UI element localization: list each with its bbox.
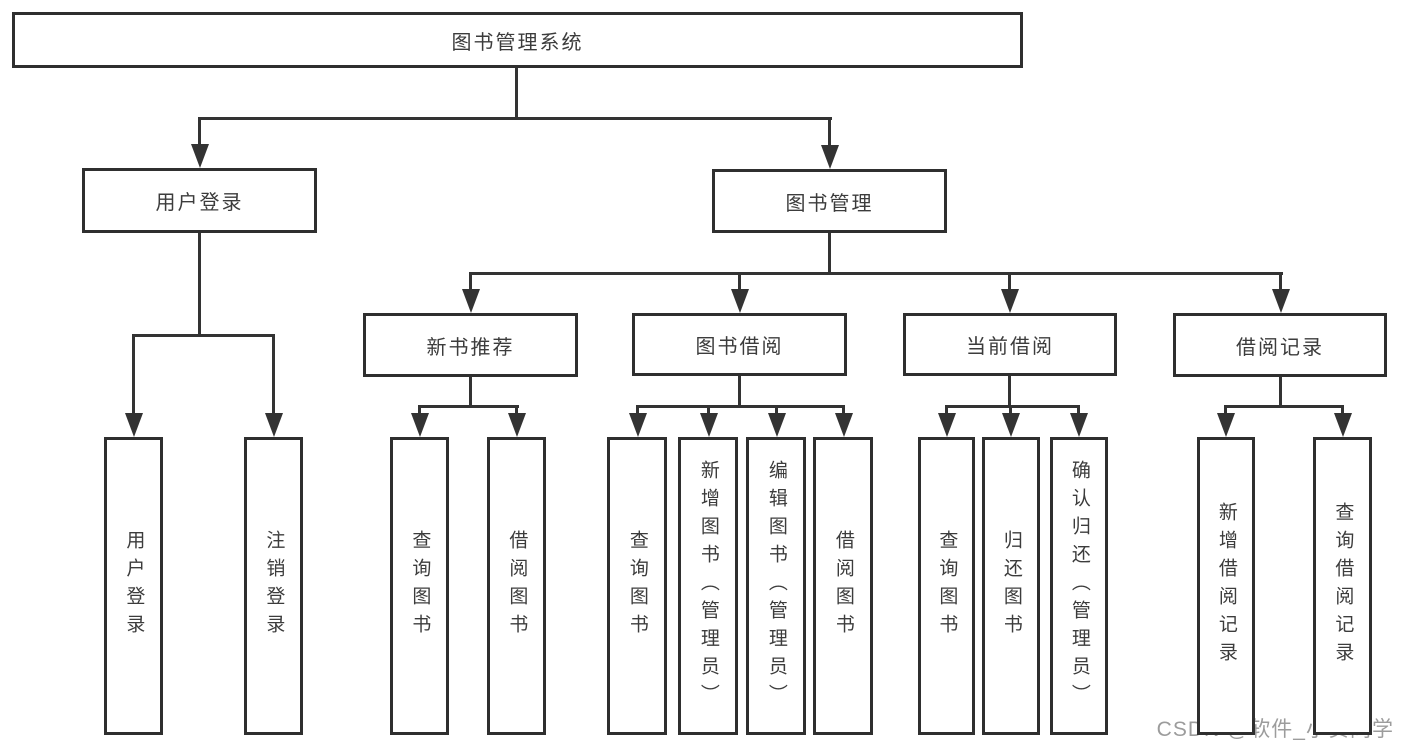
- connector-line: [1224, 405, 1344, 408]
- node-book-management-label: 图书管理: [785, 192, 874, 215]
- arrowhead-down-icon: [190, 144, 209, 168]
- connector-line: [272, 334, 275, 415]
- leaf-borrow-books-recommend-label: 借阅图书: [506, 530, 528, 642]
- connector-line: [828, 117, 831, 148]
- leaf-edit-books-admin: 编辑图书（管理员）: [746, 437, 806, 735]
- connector-line: [738, 376, 741, 407]
- leaf-logout: 注销登录: [244, 437, 303, 735]
- leaf-borrow-books: 借阅图书: [813, 437, 873, 735]
- arrowhead-down-icon: [507, 413, 526, 437]
- leaf-query-borrow-record-label: 查询借阅记录: [1332, 502, 1354, 670]
- arrowhead-down-icon: [767, 413, 786, 437]
- leaf-add-borrow-record-label: 新增借阅记录: [1215, 502, 1237, 670]
- arrowhead-down-icon: [264, 413, 283, 437]
- connector-line: [636, 405, 639, 415]
- connector-line: [132, 334, 275, 337]
- arrowhead-down-icon: [124, 413, 143, 437]
- connector-line: [945, 405, 1080, 408]
- leaf-logout-label: 注销登录: [263, 530, 285, 642]
- connector-line: [515, 68, 518, 118]
- node-book-borrow-label: 图书借阅: [695, 336, 784, 358]
- node-new-book-recommend-label: 新书推荐: [426, 336, 515, 359]
- connector-line: [469, 272, 1283, 275]
- leaf-return-books: 归还图书: [982, 437, 1040, 735]
- arrowhead-down-icon: [834, 413, 853, 437]
- connector-line: [945, 405, 948, 415]
- connector-line: [418, 405, 519, 408]
- leaf-confirm-return-admin-label: 确认归还（管理员）: [1068, 460, 1090, 712]
- node-borrow-record: 借阅记录: [1173, 313, 1387, 377]
- leaf-query-borrow-record: 查询借阅记录: [1313, 437, 1372, 735]
- leaf-add-borrow-record: 新增借阅记录: [1197, 437, 1255, 735]
- node-user-login-label: 用户登录: [155, 192, 244, 214]
- arrowhead-down-icon: [1000, 289, 1019, 313]
- node-current-borrow: 当前借阅: [903, 313, 1117, 376]
- leaf-query-books-borrow-label: 查询图书: [626, 530, 648, 642]
- leaf-edit-books-admin-label: 编辑图书（管理员）: [765, 460, 787, 712]
- node-book-borrow: 图书借阅: [632, 313, 847, 376]
- arrowhead-down-icon: [937, 413, 956, 437]
- connector-line: [1224, 405, 1227, 415]
- connector-line: [842, 405, 845, 415]
- connector-line: [775, 405, 778, 415]
- leaf-return-books-label: 归还图书: [1000, 530, 1022, 642]
- node-borrow-record-label: 借阅记录: [1236, 336, 1324, 359]
- node-library-system: 图书管理系统: [12, 12, 1023, 68]
- connector-line: [828, 233, 831, 274]
- connector-line: [418, 405, 421, 415]
- node-current-borrow-label: 当前借阅: [966, 336, 1054, 358]
- connector-line: [1279, 377, 1282, 407]
- connector-line: [1279, 272, 1282, 291]
- arrowhead-down-icon: [1069, 413, 1088, 437]
- node-user-login: 用户登录: [82, 168, 317, 233]
- leaf-borrow-books-recommend: 借阅图书: [487, 437, 546, 735]
- connector-line: [198, 117, 832, 120]
- node-library-system-label: 图书管理系统: [451, 31, 584, 54]
- connector-line: [469, 272, 472, 291]
- arrowhead-down-icon: [820, 145, 839, 169]
- arrowhead-down-icon: [1333, 413, 1352, 437]
- arrowhead-down-icon: [628, 413, 647, 437]
- leaf-query-books-recommend: 查询图书: [390, 437, 449, 735]
- leaf-query-books-current-label: 查询图书: [936, 530, 958, 642]
- leaf-confirm-return-admin: 确认归还（管理员）: [1050, 437, 1108, 735]
- arrowhead-down-icon: [699, 413, 718, 437]
- arrowhead-down-icon: [1001, 413, 1020, 437]
- connector-line: [469, 377, 472, 407]
- connector-line: [1008, 272, 1011, 291]
- connector-line: [132, 334, 135, 415]
- node-new-book-recommend: 新书推荐: [363, 313, 578, 377]
- arrowhead-down-icon: [461, 289, 480, 313]
- connector-line: [198, 233, 201, 336]
- leaf-user-login-label: 用户登录: [123, 530, 145, 642]
- arrowhead-down-icon: [1217, 413, 1235, 437]
- leaf-query-books-current: 查询图书: [918, 437, 975, 735]
- connector-line: [198, 117, 201, 147]
- connector-line: [636, 405, 845, 408]
- arrowhead-down-icon: [1271, 289, 1290, 313]
- leaf-user-login: 用户登录: [104, 437, 163, 735]
- connector-line: [1077, 405, 1080, 415]
- connector-line: [707, 405, 710, 415]
- connector-line: [1341, 405, 1344, 415]
- connector-line: [515, 405, 518, 415]
- arrowhead-down-icon: [730, 289, 749, 313]
- leaf-query-books-recommend-label: 查询图书: [409, 530, 431, 642]
- leaf-borrow-books-label: 借阅图书: [832, 530, 854, 642]
- arrowhead-down-icon: [410, 413, 429, 437]
- connector-line: [1009, 405, 1012, 415]
- leaf-add-books-admin-label: 新增图书（管理员）: [697, 460, 719, 712]
- connector-line: [738, 272, 741, 291]
- leaf-query-books-borrow: 查询图书: [607, 437, 667, 735]
- node-book-management: 图书管理: [712, 169, 947, 233]
- connector-line: [1008, 376, 1011, 407]
- leaf-add-books-admin: 新增图书（管理员）: [678, 437, 738, 735]
